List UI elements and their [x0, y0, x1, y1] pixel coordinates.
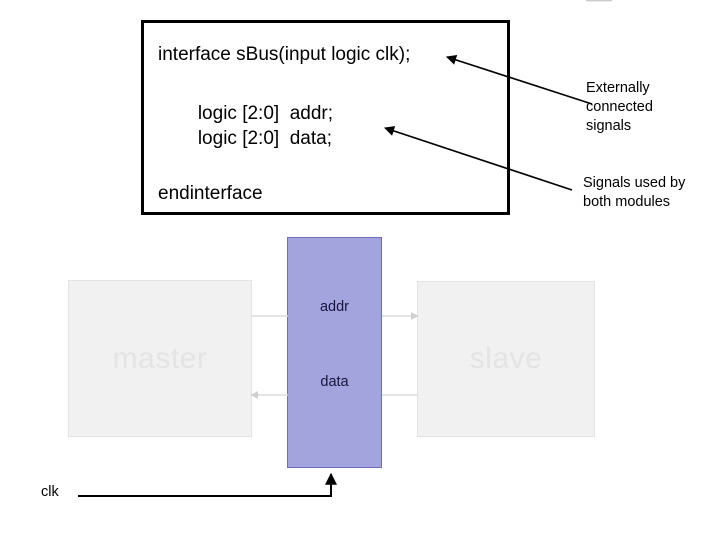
code-block-panel: interface sBus(input logic clk); logic […	[141, 20, 510, 215]
connector-clk-to-interface	[78, 472, 337, 497]
code-line-data-declaration: logic [2:0] data;	[182, 128, 332, 149]
clock-signal-label: clk	[41, 484, 59, 500]
signal-label-data: data	[320, 374, 349, 390]
annotation-signals-used-by-both-modules: Signals used by both modules	[583, 175, 686, 210]
module-box-master: master	[68, 280, 252, 437]
code-line-endinterface: endinterface	[158, 183, 263, 204]
code-line-addr-declaration: logic [2:0] addr;	[182, 103, 334, 124]
code-line-interface-declaration: interface sBus(input logic clk);	[158, 44, 411, 65]
module-box-slave: slave	[417, 281, 595, 437]
annotation-externally-connected-signals: Externally connected signals	[586, 80, 653, 134]
module-label-master: master	[112, 341, 208, 375]
signal-label-addr: addr	[319, 299, 350, 315]
interface-bus-block: addr data	[287, 237, 382, 468]
module-label-slave: slave	[469, 342, 543, 375]
cropped-text-artifact	[586, 0, 612, 2]
